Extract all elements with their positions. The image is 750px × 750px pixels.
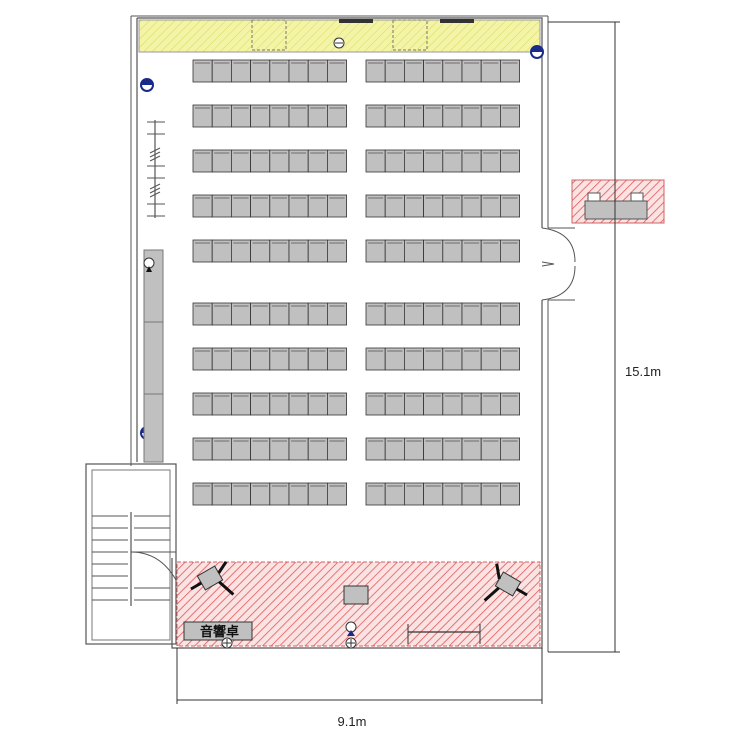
seat-row bbox=[192, 59, 347, 83]
seat bbox=[499, 149, 520, 173]
seat-row bbox=[365, 302, 520, 326]
seat bbox=[423, 104, 444, 128]
seat-row bbox=[365, 239, 520, 263]
depth-label: 15.1m bbox=[625, 364, 661, 379]
wall-light-icon bbox=[140, 78, 154, 92]
seat bbox=[326, 392, 347, 416]
hall-walls bbox=[130, 15, 575, 652]
seat bbox=[365, 104, 386, 128]
seat-row bbox=[365, 104, 520, 128]
seat-row bbox=[192, 347, 347, 371]
projector-icon bbox=[143, 257, 155, 272]
seat bbox=[499, 482, 520, 506]
seat-row bbox=[365, 59, 520, 83]
seat bbox=[230, 104, 251, 128]
seat-row bbox=[365, 392, 520, 416]
seat bbox=[269, 104, 290, 128]
projector-icon bbox=[333, 37, 345, 49]
seat bbox=[250, 104, 271, 128]
seat-row bbox=[192, 194, 347, 218]
wall-rack bbox=[147, 120, 165, 218]
side-panel bbox=[143, 249, 164, 463]
seat bbox=[499, 59, 520, 83]
seat bbox=[499, 392, 520, 416]
speaker-icon bbox=[190, 560, 235, 596]
sound-desk-label: 音響卓 bbox=[200, 624, 239, 640]
wall-light-icon bbox=[530, 45, 544, 59]
seat bbox=[326, 149, 347, 173]
seat bbox=[326, 437, 347, 461]
depth-dimension: 15.1m bbox=[548, 21, 661, 653]
seat-row bbox=[192, 239, 347, 263]
seat-row bbox=[192, 437, 347, 461]
seat bbox=[499, 302, 520, 326]
seat bbox=[499, 194, 520, 218]
seat-row bbox=[365, 347, 520, 371]
seat bbox=[326, 239, 347, 263]
seat-row bbox=[192, 302, 347, 326]
projector-icon bbox=[345, 621, 357, 636]
seating-area bbox=[192, 59, 520, 506]
seat bbox=[288, 104, 309, 128]
speaker-icon bbox=[483, 563, 528, 602]
seat-row bbox=[192, 392, 347, 416]
seat bbox=[499, 239, 520, 263]
seat bbox=[499, 437, 520, 461]
seat bbox=[403, 104, 424, 128]
seat bbox=[326, 302, 347, 326]
width-dimension: 9.1m bbox=[176, 648, 543, 729]
sound-desk: 音響卓 bbox=[183, 621, 253, 641]
side-door bbox=[541, 227, 576, 301]
seat-row bbox=[365, 149, 520, 173]
seat bbox=[480, 104, 501, 128]
seat-row bbox=[192, 149, 347, 173]
seat bbox=[307, 104, 328, 128]
outlet-icon bbox=[345, 637, 357, 649]
seat bbox=[499, 104, 520, 128]
seat bbox=[326, 347, 347, 371]
seat bbox=[326, 194, 347, 218]
seat-row bbox=[192, 104, 347, 128]
seat bbox=[384, 104, 405, 128]
seat bbox=[192, 104, 213, 128]
exterior-booth bbox=[571, 179, 665, 224]
stage-rail bbox=[407, 624, 481, 644]
stage-area: 音響卓 bbox=[176, 560, 541, 649]
seat bbox=[326, 59, 347, 83]
screen-area bbox=[138, 19, 541, 53]
seat bbox=[461, 104, 482, 128]
seat-row bbox=[365, 194, 520, 218]
seat-row bbox=[192, 482, 347, 506]
seat bbox=[442, 104, 463, 128]
seat-row bbox=[365, 482, 520, 506]
width-label: 9.1m bbox=[338, 714, 367, 729]
seat bbox=[326, 104, 347, 128]
seat bbox=[499, 347, 520, 371]
seat bbox=[211, 104, 232, 128]
seat bbox=[326, 482, 347, 506]
seat-row bbox=[365, 437, 520, 461]
stairwell bbox=[85, 462, 177, 645]
outlet-icon bbox=[221, 637, 233, 649]
